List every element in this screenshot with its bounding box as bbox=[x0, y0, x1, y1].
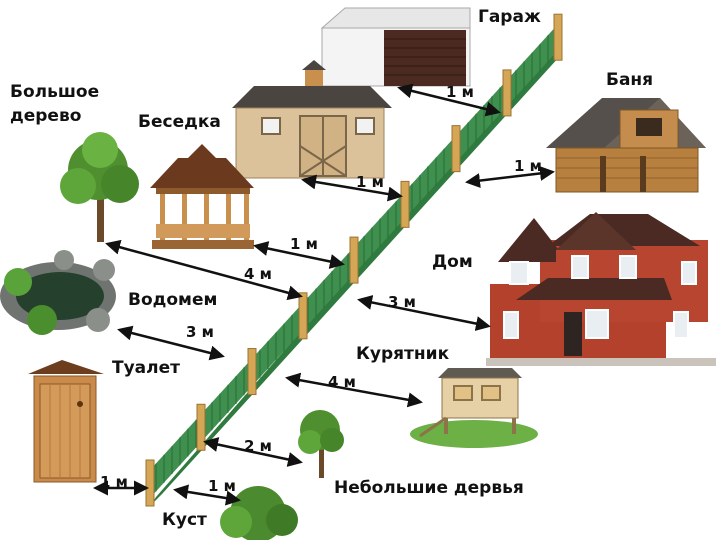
shed-image bbox=[232, 60, 392, 179]
label-banya: Баня bbox=[606, 70, 654, 90]
fence-post bbox=[298, 292, 308, 340]
banya-image bbox=[546, 98, 706, 193]
outhouse-image bbox=[28, 360, 104, 483]
fence-post bbox=[400, 180, 410, 228]
label-gazebo: Беседка bbox=[138, 112, 221, 132]
arrow-small-trees bbox=[203, 437, 303, 467]
distance-toilet: 1 м bbox=[100, 473, 128, 491]
fence-post bbox=[349, 236, 359, 284]
distance-house: 3 м bbox=[388, 293, 416, 311]
arrow-banya bbox=[465, 165, 555, 189]
distance-gazebo: 1 м bbox=[290, 235, 318, 253]
fence-post bbox=[196, 403, 206, 451]
label-water-well: Водомем bbox=[128, 290, 218, 310]
arrow-house bbox=[357, 295, 491, 331]
distance-shed: 1 м bbox=[356, 173, 384, 191]
arrow-coop bbox=[285, 372, 423, 408]
distance-banya: 1 м bbox=[514, 157, 542, 175]
fence-post bbox=[451, 125, 461, 173]
distance-small-trees: 2 м bbox=[244, 437, 272, 455]
distance-arrows bbox=[93, 83, 555, 506]
distance-coop: 4 м bbox=[328, 373, 356, 391]
arrow-garage bbox=[397, 83, 501, 117]
fence-post bbox=[553, 13, 563, 61]
fence-post bbox=[145, 459, 155, 507]
big-tree-image bbox=[60, 132, 139, 242]
distance-bush: 1 м bbox=[208, 477, 236, 495]
arrow-big-tree bbox=[105, 239, 303, 301]
arrow-bush bbox=[173, 484, 241, 506]
label-small-trees: Небольшие дервья bbox=[334, 478, 524, 498]
label-toilet: Туалет bbox=[112, 358, 180, 378]
distance-garage: 1 м bbox=[446, 83, 474, 101]
label-bush: Куст bbox=[162, 510, 207, 530]
fence bbox=[145, 13, 563, 507]
small-tree-image bbox=[298, 410, 344, 478]
pond-image bbox=[0, 250, 116, 335]
chicken-coop-image bbox=[410, 368, 538, 448]
label-garage: Гараж bbox=[478, 7, 541, 27]
label-chicken-coop: Курятник bbox=[356, 344, 450, 364]
arrow-water bbox=[117, 325, 225, 361]
distance-water: 3 м bbox=[186, 323, 214, 341]
garage-image bbox=[320, 7, 471, 87]
fence-post bbox=[502, 69, 512, 117]
distance-big-tree: 4 м bbox=[244, 265, 272, 283]
bush-image bbox=[220, 486, 298, 540]
arrow-shed bbox=[301, 174, 403, 202]
label-house: Дом bbox=[432, 252, 473, 272]
label-big-tree: Большое дерево bbox=[10, 82, 100, 126]
house-image bbox=[486, 212, 716, 366]
fence-post bbox=[247, 348, 257, 396]
